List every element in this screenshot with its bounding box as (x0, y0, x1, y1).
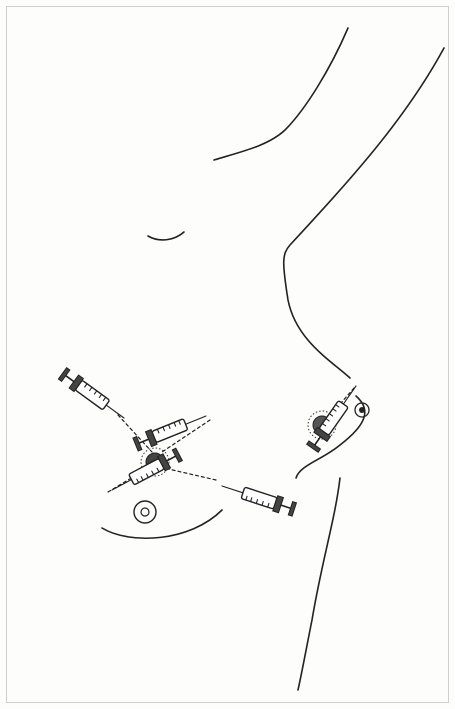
injection-path-4 (164, 468, 216, 480)
arm-body-contour (284, 48, 444, 378)
shoulder-line (214, 28, 348, 160)
sternal-notch (148, 232, 184, 240)
nipple-left (134, 501, 156, 523)
syringe-icon (220, 478, 297, 517)
breast-fold-left (102, 510, 222, 538)
syringe-icon (306, 381, 363, 452)
syringe-icon (133, 409, 209, 452)
areola-dot (359, 407, 365, 413)
syringe-icon (108, 447, 183, 497)
figure-border (7, 7, 449, 703)
flank-contour (298, 478, 340, 690)
